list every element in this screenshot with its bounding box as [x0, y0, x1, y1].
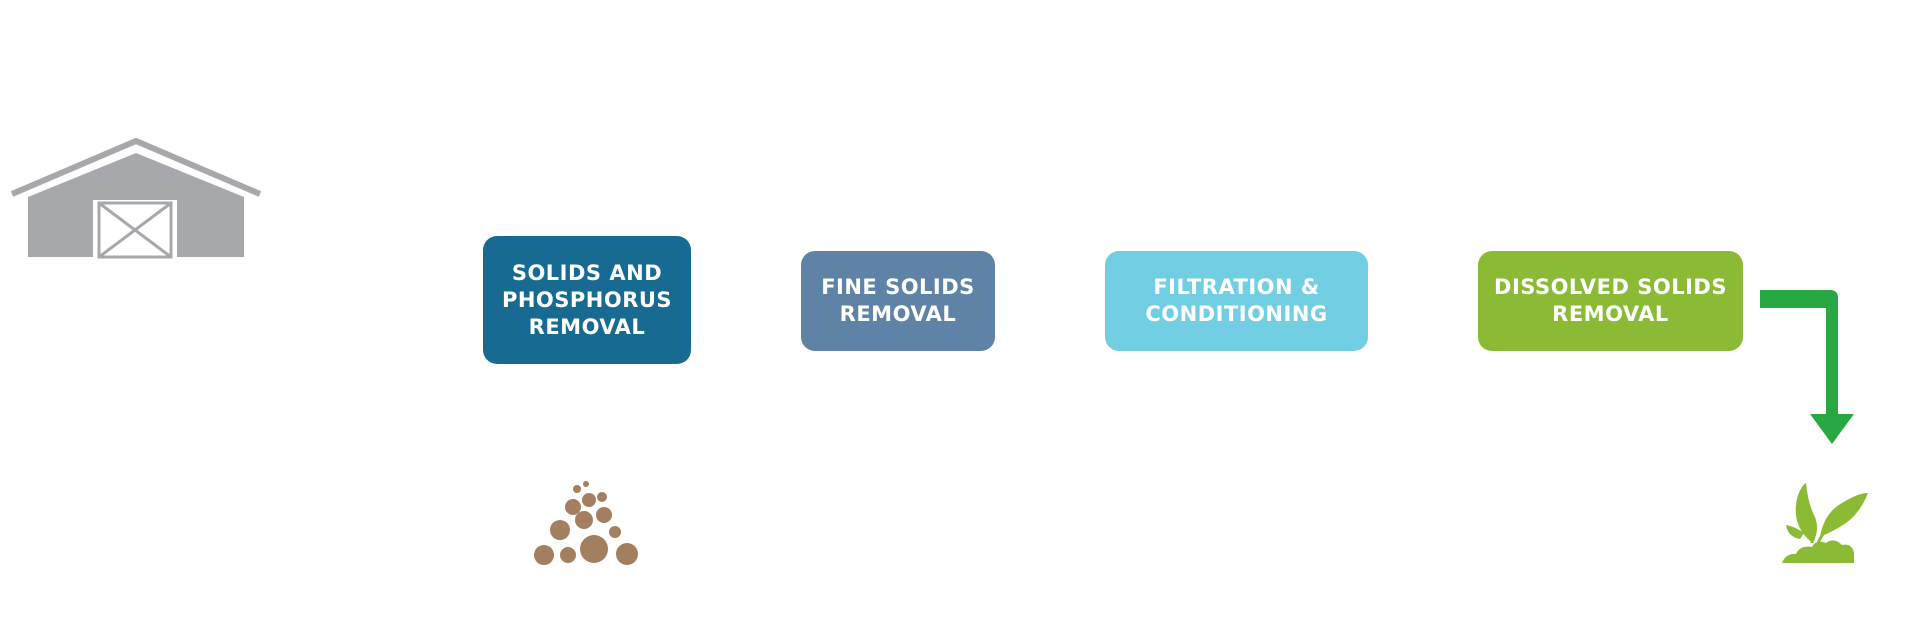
solids-pile-icon — [534, 481, 638, 565]
stage-fine-solids-removal: FINE SOLIDS REMOVAL — [801, 251, 995, 351]
stage-solids-phosphorus-removal: SOLIDS AND PHOSPHORUS REMOVAL — [483, 236, 691, 364]
outflow-arrow-icon — [1760, 290, 1854, 444]
stage-dissolved-solids-removal: DISSOLVED SOLIDS REMOVAL — [1478, 251, 1743, 351]
plant-sprout-icon — [1782, 483, 1868, 563]
stage-filtration-conditioning: FILTRATION & CONDITIONING — [1105, 251, 1368, 351]
barn-icon — [10, 138, 262, 259]
